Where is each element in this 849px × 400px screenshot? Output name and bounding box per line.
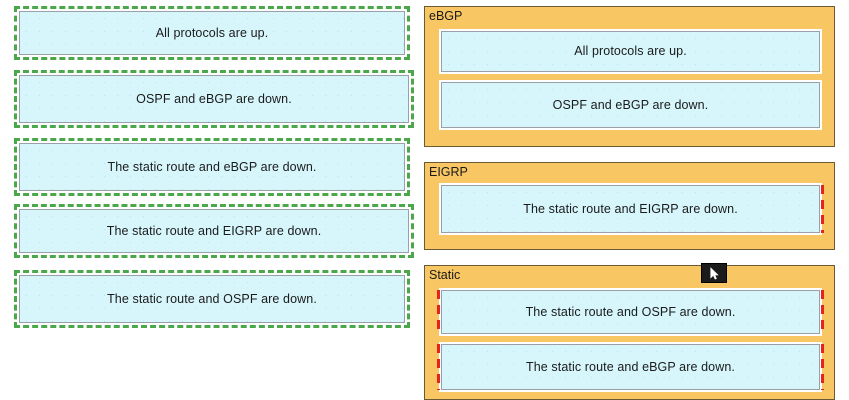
answer-text: All protocols are up. [155, 25, 269, 40]
answer-box[interactable]: OSPF and eBGP are down. [19, 75, 409, 123]
drop-slot[interactable]: All protocols are up. [439, 29, 822, 74]
drop-slot[interactable]: The static route and EIGRP are down. [439, 183, 822, 235]
draggable-answer-tile[interactable]: The static route and EIGRP are down. [14, 204, 414, 258]
draggable-answer-tile[interactable]: All protocols are up. [14, 6, 410, 60]
answer-text: The static route and EIGRP are down. [523, 201, 738, 216]
answer-box[interactable]: The static route and EIGRP are down. [19, 209, 409, 253]
selection-marker-right [821, 344, 824, 390]
panel-title: EIGRP [429, 165, 468, 179]
answer-text: All protocols are up. [574, 44, 687, 59]
drop-slot[interactable]: The static route and OSPF are down. [439, 288, 822, 336]
answer-text: OSPF and eBGP are down. [552, 97, 709, 112]
selection-marker-left [437, 290, 440, 334]
answer-box[interactable]: The static route and EIGRP are down. [441, 185, 820, 233]
selection-marker-left [437, 344, 440, 390]
answer-box[interactable]: OSPF and eBGP are down. [441, 82, 820, 128]
draggable-answer-tile[interactable]: The static route and eBGP are down. [14, 138, 410, 196]
answer-text: The static route and OSPF are down. [107, 291, 317, 306]
answer-bank: All protocols are up. OSPF and eBGP are d… [0, 0, 420, 400]
answer-text: The static route and eBGP are down. [107, 159, 317, 174]
draggable-answer-tile[interactable]: The static route and OSPF are down. [14, 270, 410, 328]
answer-text: The static route and OSPF are down. [525, 304, 736, 319]
selection-marker-right [821, 290, 824, 334]
answer-box[interactable]: All protocols are up. [19, 11, 405, 55]
draggable-answer-tile[interactable]: OSPF and eBGP are down. [14, 70, 414, 128]
panel-title: Static [429, 268, 461, 282]
answer-text: OSPF and eBGP are down. [136, 91, 292, 106]
answer-box[interactable]: All protocols are up. [441, 31, 820, 72]
answer-text: The static route and eBGP are down. [526, 359, 735, 374]
drop-slot[interactable]: The static route and eBGP are down. [439, 342, 822, 392]
answer-text: The static route and EIGRP are down. [106, 223, 322, 238]
drop-panel-eigrp[interactable]: EIGRP The static route and EIGRP are down… [424, 162, 835, 250]
answer-box[interactable]: The static route and eBGP are down. [19, 143, 405, 191]
answer-box[interactable]: The static route and OSPF are down. [19, 275, 405, 323]
drop-slot[interactable]: OSPF and eBGP are down. [439, 80, 822, 130]
panel-title: eBGP [429, 9, 463, 23]
selection-marker-right [821, 185, 824, 233]
answer-box[interactable]: The static route and eBGP are down. [441, 344, 820, 390]
answer-box[interactable]: The static route and OSPF are down. [441, 290, 820, 334]
mouse-pointer-icon [701, 263, 727, 283]
drop-zones: eBGP All protocols are up. OSPF and eBGP a… [424, 0, 849, 400]
drop-panel-ebgp[interactable]: eBGP All protocols are up. OSPF and eBGP a… [424, 6, 835, 147]
